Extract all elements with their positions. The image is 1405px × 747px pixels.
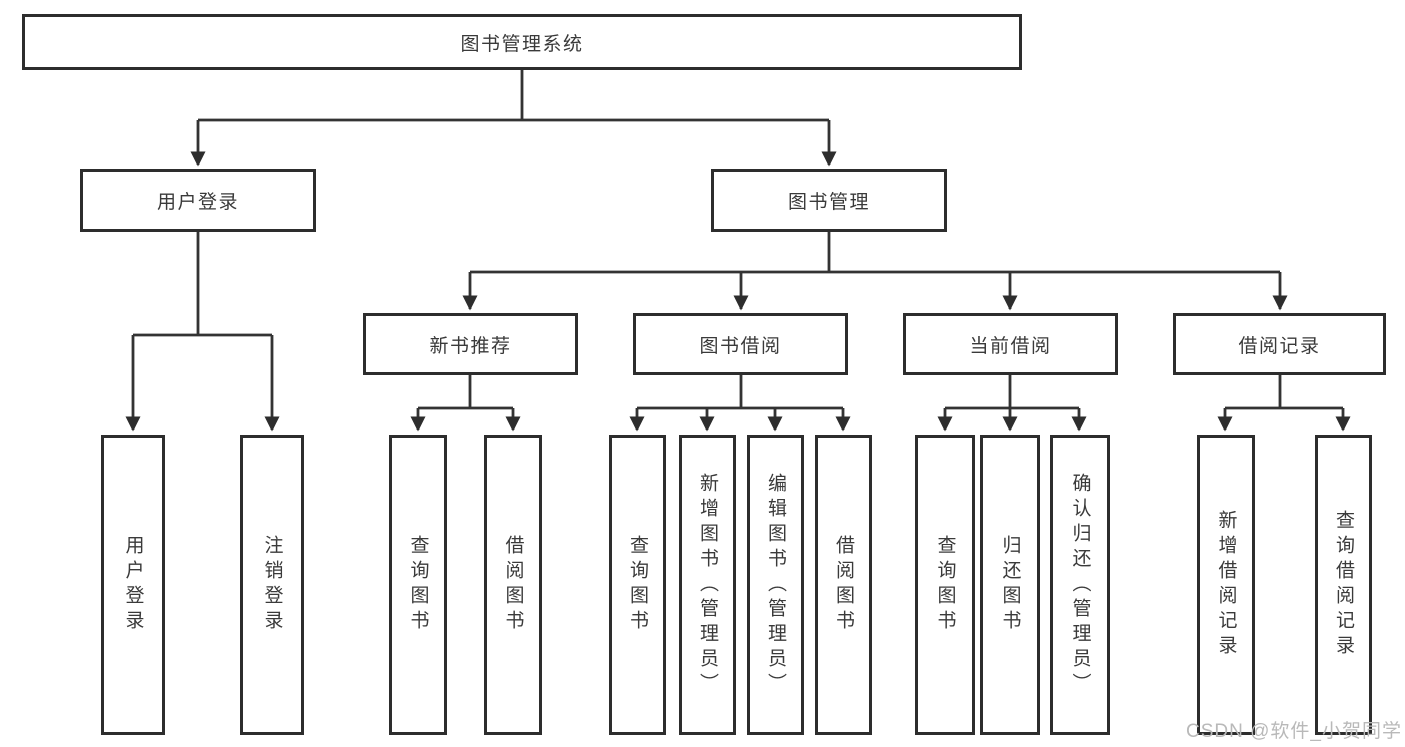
leaf-borrow-add-books-admin: 新增图书（管理员） — [679, 435, 736, 735]
leaf-add-borrow-record-label: 新增借阅记录 — [1215, 510, 1237, 660]
node-new-book-recommend: 新书推荐 — [363, 313, 578, 375]
leaf-logout-label: 注销登录 — [261, 535, 283, 635]
leaf-recommend-borrow-books: 借阅图书 — [484, 435, 542, 735]
leaf-logout: 注销登录 — [240, 435, 304, 735]
leaf-borrow-borrow-books-label: 借阅图书 — [833, 535, 854, 635]
leaf-current-return-books-label: 归还图书 — [999, 535, 1021, 635]
node-user-login: 用户登录 — [80, 169, 316, 232]
node-borrow-records: 借阅记录 — [1173, 313, 1386, 375]
leaf-user-login-label: 用户登录 — [122, 535, 144, 635]
node-root: 图书管理系统 — [22, 14, 1022, 70]
leaf-borrow-edit-books-admin: 编辑图书（管理员） — [747, 435, 804, 735]
node-new-book-recommend-label: 新书推荐 — [429, 335, 512, 357]
node-book-management: 图书管理 — [711, 169, 947, 232]
node-user-login-label: 用户登录 — [156, 192, 239, 213]
leaf-current-return-books: 归还图书 — [980, 435, 1040, 735]
leaf-borrow-query-books-label: 查询图书 — [627, 535, 648, 635]
node-root-label: 图书管理系统 — [460, 33, 584, 55]
node-book-borrow-label: 图书借阅 — [699, 335, 782, 357]
leaf-recommend-borrow-books-label: 借阅图书 — [502, 535, 524, 635]
node-current-borrow: 当前借阅 — [903, 313, 1118, 375]
leaf-borrow-query-books: 查询图书 — [609, 435, 666, 735]
leaf-current-confirm-return-admin-label: 确认归还（管理员） — [1069, 472, 1091, 698]
leaf-borrow-edit-books-admin-label: 编辑图书（管理员） — [765, 472, 786, 698]
leaf-recommend-query-books-label: 查询图书 — [407, 535, 429, 635]
leaf-user-login: 用户登录 — [101, 435, 165, 735]
leaf-borrow-borrow-books: 借阅图书 — [815, 435, 872, 735]
leaf-recommend-query-books: 查询图书 — [389, 435, 447, 735]
leaf-current-query-books-label: 查询图书 — [934, 535, 956, 635]
leaf-query-borrow-record-label: 查询借阅记录 — [1333, 510, 1354, 660]
node-book-management-label: 图书管理 — [787, 192, 870, 213]
leaf-query-borrow-record: 查询借阅记录 — [1315, 435, 1372, 735]
leaf-borrow-add-books-admin-label: 新增图书（管理员） — [697, 472, 718, 698]
leaf-current-confirm-return-admin: 确认归还（管理员） — [1050, 435, 1110, 735]
node-book-borrow: 图书借阅 — [633, 313, 848, 375]
node-current-borrow-label: 当前借阅 — [969, 335, 1052, 357]
leaf-current-query-books: 查询图书 — [915, 435, 975, 735]
node-borrow-records-label: 借阅记录 — [1238, 335, 1321, 357]
leaf-add-borrow-record: 新增借阅记录 — [1197, 435, 1255, 735]
watermark: CSDN @软件_小贺同学 — [1186, 721, 1402, 742]
